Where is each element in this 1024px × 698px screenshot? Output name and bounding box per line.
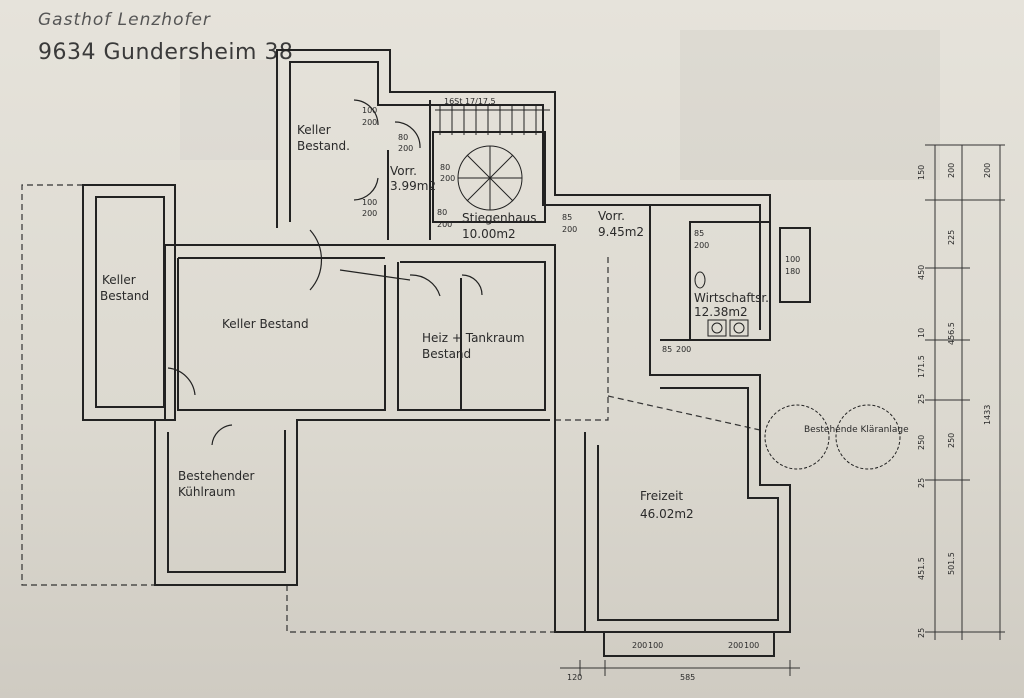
dimension-lines — [560, 144, 1005, 676]
door-tag-d6-h: 200 — [562, 225, 577, 234]
dim-total-0: 200 — [983, 163, 992, 178]
property-outline — [21, 184, 761, 633]
door-tag-d10-w: 200 — [632, 641, 647, 650]
dim-mid-0: 200 — [947, 163, 956, 178]
door-tag-d4-h: 200 — [437, 220, 452, 229]
dim-outer-3: 171.5 — [917, 355, 926, 378]
door-tag-d3-w: 80 — [398, 133, 408, 142]
door-tag-d10-h: 100 — [648, 641, 663, 650]
room-vorr-right-line1: Vorr. — [598, 209, 625, 223]
dim-mid-3: 250 — [947, 433, 956, 448]
room-stiegenhaus-line2: 10.00m2 — [462, 227, 516, 241]
door-swings — [167, 99, 483, 446]
room-keller-left-line1: Keller — [102, 273, 136, 287]
owner-name: Gasthof Lenzhofer — [38, 10, 211, 30]
room-keller-mid: Keller Bestand — [222, 317, 309, 331]
room-heiz-line2: Bestand — [422, 347, 471, 361]
dim-mid-1: 225 — [947, 230, 956, 245]
room-keller-left-line2: Bestand — [100, 289, 149, 303]
room-kuehl-line2: Kühlraum — [178, 485, 235, 499]
scan-noise — [180, 30, 940, 180]
room-keller-top-line2: Bestand. — [297, 139, 350, 153]
room-vorr-small-line2: 3.99m2 — [390, 179, 436, 193]
room-keller-top-line1: Keller — [297, 123, 331, 137]
room-vorr-small-line1: Vorr. — [390, 164, 417, 178]
laundry-fixtures — [694, 271, 749, 337]
dim-outer-6: 25 — [917, 478, 926, 488]
owner-address: 9634 Gundersheim 38 — [38, 40, 294, 65]
dim-outer-7: 451.5 — [917, 557, 926, 580]
room-kuehl-line1: Bestehender — [178, 469, 255, 483]
dim-mid-4: 501.5 — [947, 552, 956, 575]
door-tag-d4-w: 80 — [437, 208, 447, 217]
dim-outer-5: 250 — [917, 435, 926, 450]
dim-outer-8: 25 — [917, 628, 926, 638]
room-freizeit-line2: 46.02m2 — [640, 507, 694, 521]
door-tag-d5-h: 200 — [440, 174, 455, 183]
walls — [82, 49, 811, 657]
room-heiz-line1: Heiz + Tankraum — [422, 331, 525, 345]
room-stiegenhaus-line1: Stiegenhaus — [462, 211, 536, 225]
dim-outer-2: 10 — [917, 328, 926, 338]
door-tag-d6-w: 85 — [562, 213, 572, 222]
door-tag-d9-w: 85 — [662, 345, 672, 354]
dim-bottom-0: 120 — [567, 673, 582, 682]
dim-outer-4: 25 — [917, 394, 926, 404]
door-tag-d7-w: 100 — [785, 255, 800, 264]
door-tag-d7-h: 180 — [785, 267, 800, 276]
door-tag-d2-h: 200 — [362, 209, 377, 218]
dim-outer-1: 450 — [917, 265, 926, 280]
room-vorr-right-line2: 9.45m2 — [598, 225, 644, 239]
room-labels: Keller Bestand. Vorr. 3.99m2 Stiegenhaus… — [100, 123, 909, 521]
door-tag-d8-h: 200 — [694, 241, 709, 250]
room-freizeit-line1: Freizeit — [640, 489, 683, 503]
door-tags: 100 200 100 200 80 200 80 200 80 200 85 … — [362, 97, 800, 650]
dim-outer-0: 150 — [917, 165, 926, 180]
door-tag-d3-h: 200 — [398, 144, 413, 153]
door-tag-d11-w: 200 — [728, 641, 743, 650]
dim-total-1: 1433 — [983, 405, 992, 425]
door-tag-d9-h: 200 — [676, 345, 691, 354]
septic-tank-label: Bestehende Kläranlage — [804, 425, 909, 435]
dim-bottom-1: 585 — [680, 673, 695, 682]
door-tag-d1-w: 100 — [362, 106, 377, 115]
door-tag-d11-h: 100 — [744, 641, 759, 650]
stair-tag: 16St 17/17.5 — [444, 97, 496, 106]
door-tag-d5-w: 80 — [440, 163, 450, 172]
door-tag-d8-w: 85 — [694, 229, 704, 238]
door-tag-d1-h: 200 — [362, 118, 377, 127]
septic-tank — [764, 404, 901, 470]
room-wirtschaft-line1: Wirtschaftsr. — [694, 291, 769, 305]
door-tag-d2-w: 100 — [362, 198, 377, 207]
dim-mid-2: 456.5 — [947, 322, 956, 345]
room-wirtschaft-line2: 12.38m2 — [694, 305, 748, 319]
dimension-labels: 150 450 10 171.5 25 250 25 451.5 25 200 … — [567, 163, 992, 682]
staircase — [435, 105, 550, 211]
